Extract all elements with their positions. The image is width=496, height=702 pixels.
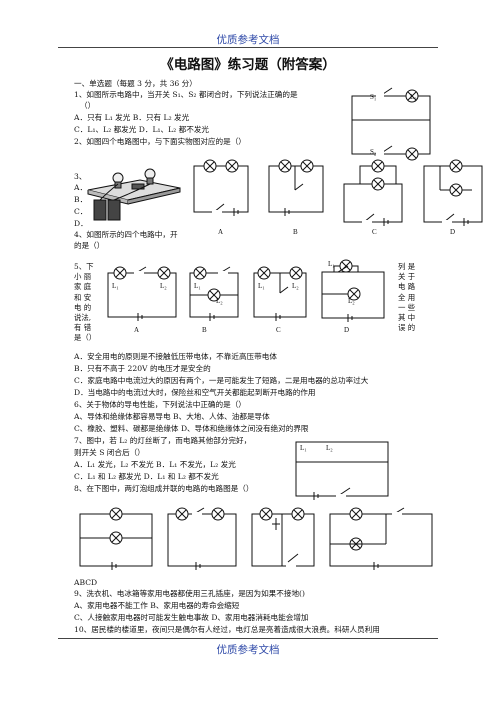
question-7-cont: 则开关 S 闭合后（） (74, 448, 145, 457)
q2-circuit-d (423, 159, 483, 226)
q8-circuit-c (251, 507, 315, 568)
q4-caption-d: D (344, 326, 350, 334)
q2-caption-d: D (450, 228, 456, 236)
question-3: 3、 (74, 172, 87, 181)
q4-circuit-b (189, 266, 239, 321)
question-8: 8、在下图中，两灯泡组成并联的电路的电路图是（） (74, 484, 254, 493)
header-top: 优质参考文档 (216, 34, 280, 46)
q4-circuit-c (253, 266, 307, 321)
q7-label-l2: L₂ (326, 444, 333, 452)
header-bottom: 优质参考文档 (216, 644, 280, 656)
q1-circuit (351, 87, 431, 161)
q3-option-a: A． (74, 183, 88, 192)
q5-option-a: A．安全用电的原则是不接触低压带电体，不靠近高压带电体 (74, 352, 277, 361)
q5-right-text: 列 是关 于 电 路全 用 一 些其 中 误 的 (398, 262, 416, 333)
q7-option-cd: C．L₁ 和 L₂ 都发光 D．L₁ 和 L₂ 都不发光 (74, 472, 219, 481)
q4-caption-b: B (202, 326, 207, 334)
q2-circuit-c (343, 159, 403, 226)
label-s1: S₁ (370, 93, 377, 101)
page-title: 《电路图》练习题（附答案） (160, 57, 336, 73)
q9-option-cd: C、人接触家用电器时可能发生触电事故 D、家用电器消耗电能会增加 (74, 613, 309, 622)
q4-label-l1-b: L₁ (194, 282, 201, 290)
q5-option-c: C．家庭电路中电流过大的原因有两个，一是可能发生了短路，二是用电器的总功率过大 (74, 376, 369, 385)
q2-caption-b: B (293, 228, 298, 236)
q6-option-cd: C、橡胶、塑料、碳都是绝缘体 D、导体和绝缘体之间没有绝对的界限 (74, 424, 309, 433)
q4-circuit-d (321, 259, 385, 322)
q7-label-l1: L₁ (300, 444, 307, 452)
footer-rule (58, 638, 438, 639)
q7-option-ab: A．L₁ 发光，L₂ 不发光 B．L₁ 不发光，L₂ 发光 (74, 460, 236, 469)
q3-option-c: C． (74, 207, 88, 216)
apparatus-illustration (87, 168, 181, 221)
question-2: 2、如图四个电路图中，与下面实物图对应的是（） (74, 137, 246, 146)
q2-circuit-a (193, 159, 249, 216)
q8-circuit-b (167, 507, 237, 570)
q3-option-d: D． (74, 219, 88, 228)
question-7: 7、图中，若 L₂ 的灯丝断了，而电路其他部分完好， (74, 436, 252, 445)
question-1: 1、如图所示电路中，当开关 S₁、S₂ 都闭合时，下列说法正确的是 (74, 90, 298, 99)
q4-label-l1-c: L₁ (258, 282, 265, 290)
q5-left-text: 5、下小 丽 家 庭和 安 电 的说法, 有 错是（） (74, 262, 97, 343)
q4-caption-c: C (276, 326, 281, 334)
q4-label-l2-a: L₂ (160, 282, 167, 290)
label-l2: L₂ (410, 93, 417, 101)
q5-option-b: B．只有不高于 220V 的电压才是安全的 (74, 364, 211, 373)
q8-captions: ABCD (74, 578, 98, 587)
section-heading: 一、单选题（每题 3 分，共 36 分） (74, 79, 197, 88)
question-1-bracket: （） (80, 101, 96, 110)
question-10: 10、居民楼的楼道里，夜间只是偶尔有人经过，电灯总是亮着造成很大浪费。科研人员利… (74, 625, 380, 634)
q4-label-l1-a: L₁ (112, 282, 119, 290)
q4-label-l2-b: L₂ (216, 297, 223, 305)
question-4-cont: 的是（） (74, 241, 105, 250)
question-9: 9、洗衣机、电冰箱等家用电器都使用三孔插座，是因为如果不接地() (74, 589, 305, 598)
label-s2: S₂ (370, 148, 377, 156)
q4-caption-a: A (134, 326, 140, 334)
q9-option-ab: A、家用电器不能工作 B、家用电器的寿命会缩短 (74, 601, 240, 610)
q4-label-l2-c: L₂ (292, 282, 299, 290)
question-6: 6、关于物体的导电性能，下列说法中正确的是（） (74, 400, 246, 409)
q2-caption-a: A (218, 228, 224, 236)
q1-option-ab: A．只有 L₁ 发光 B．只有 L₂ 发光 (74, 113, 190, 122)
q4-label-l2-d: L₂ (348, 297, 355, 305)
q8-circuit-d (329, 507, 433, 570)
q3-option-b: B． (74, 195, 88, 204)
q2-caption-c: C (372, 228, 377, 236)
header-rule (58, 47, 438, 48)
q4-circuit-a (107, 266, 177, 321)
q5-option-d: D．当电路中的电流过大时，保险丝和空气开关都能起到断开电路的作用 (74, 388, 316, 397)
q8-circuit-a (79, 507, 153, 570)
question-4: 4、如图所示的四个电路中，开 (74, 230, 178, 239)
q4-label-l1-d: L₁ (328, 260, 335, 268)
q2-circuit-b (268, 159, 324, 216)
q6-option-ab: A、导体和绝缘体都容易导电 B、大地、人体、油都是导体 (74, 412, 270, 421)
q1-option-cd: C．L₁、L₂ 都发光 D．L₁、L₂ 都不发光 (74, 125, 210, 134)
q7-circuit (295, 441, 389, 500)
